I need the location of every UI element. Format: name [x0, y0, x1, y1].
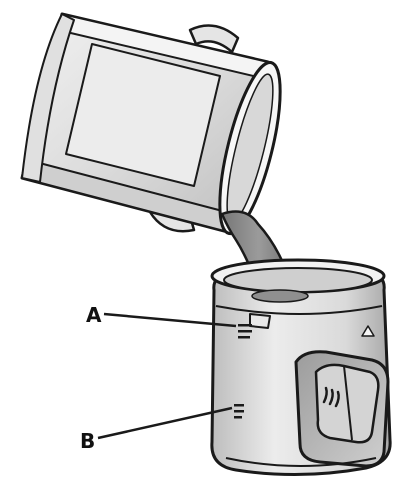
callout-b-leader: [97, 406, 233, 440]
warning-triangle-icon: [361, 325, 375, 337]
callout-a: A: [86, 303, 237, 328]
fryer: [210, 258, 392, 477]
fryer-inner-pot: [223, 267, 373, 293]
container-label-panel: [65, 43, 221, 187]
max-fill-marking: [238, 324, 252, 339]
oil-surface: [251, 289, 309, 303]
heat-symbol-icon: [322, 386, 340, 408]
container-top-handle: [188, 24, 240, 54]
rim-tab: [249, 313, 271, 329]
callout-b-label: B: [80, 429, 95, 453]
callout-a-label: A: [86, 303, 102, 327]
container-left-end: [21, 13, 75, 183]
min-fill-marking: [234, 404, 244, 419]
oil-container: [20, 12, 282, 236]
callout-b: B: [80, 406, 233, 453]
callout-a-leader: [103, 312, 237, 328]
